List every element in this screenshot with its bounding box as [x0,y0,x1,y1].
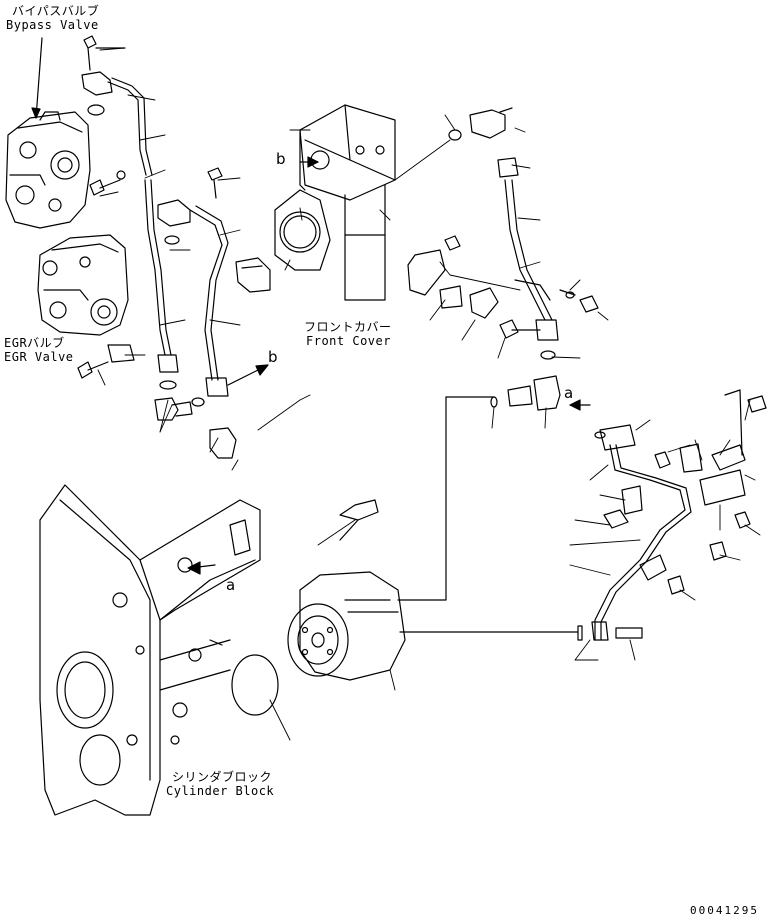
egr-valve-label-jp: EGRバルブ [4,336,65,350]
water-pump [288,500,405,680]
front-cover-label-en: Front Cover [306,334,391,348]
leader-lines [98,48,760,740]
ref-letter-a-block: a [226,576,236,594]
bypass-label-arrow [36,38,42,118]
cylinder-block-label-jp: シリンダブロック [172,770,273,784]
ref-letter-a-right: a [564,384,574,402]
front-cover-label-jp: フロントカバー [304,320,392,334]
ref-letter-b-mid: b [268,348,278,366]
bypass-valve-label-jp: バイパスバルブ [12,4,100,18]
sensor-harness [398,376,766,640]
bypass-valve-label-en: Bypass Valve [6,18,99,32]
bypass-valve [6,112,90,228]
egr-valve [38,235,128,335]
drawing-number: 00041295 [690,904,759,917]
cylinder-block-label-en: Cylinder Block [166,784,275,798]
cylinder-block [40,485,260,815]
reference-arrows [188,157,590,574]
o-ring [232,655,278,715]
ref-letter-b-top: b [276,150,286,168]
egr-valve-label-en: EGR Valve [4,350,74,364]
